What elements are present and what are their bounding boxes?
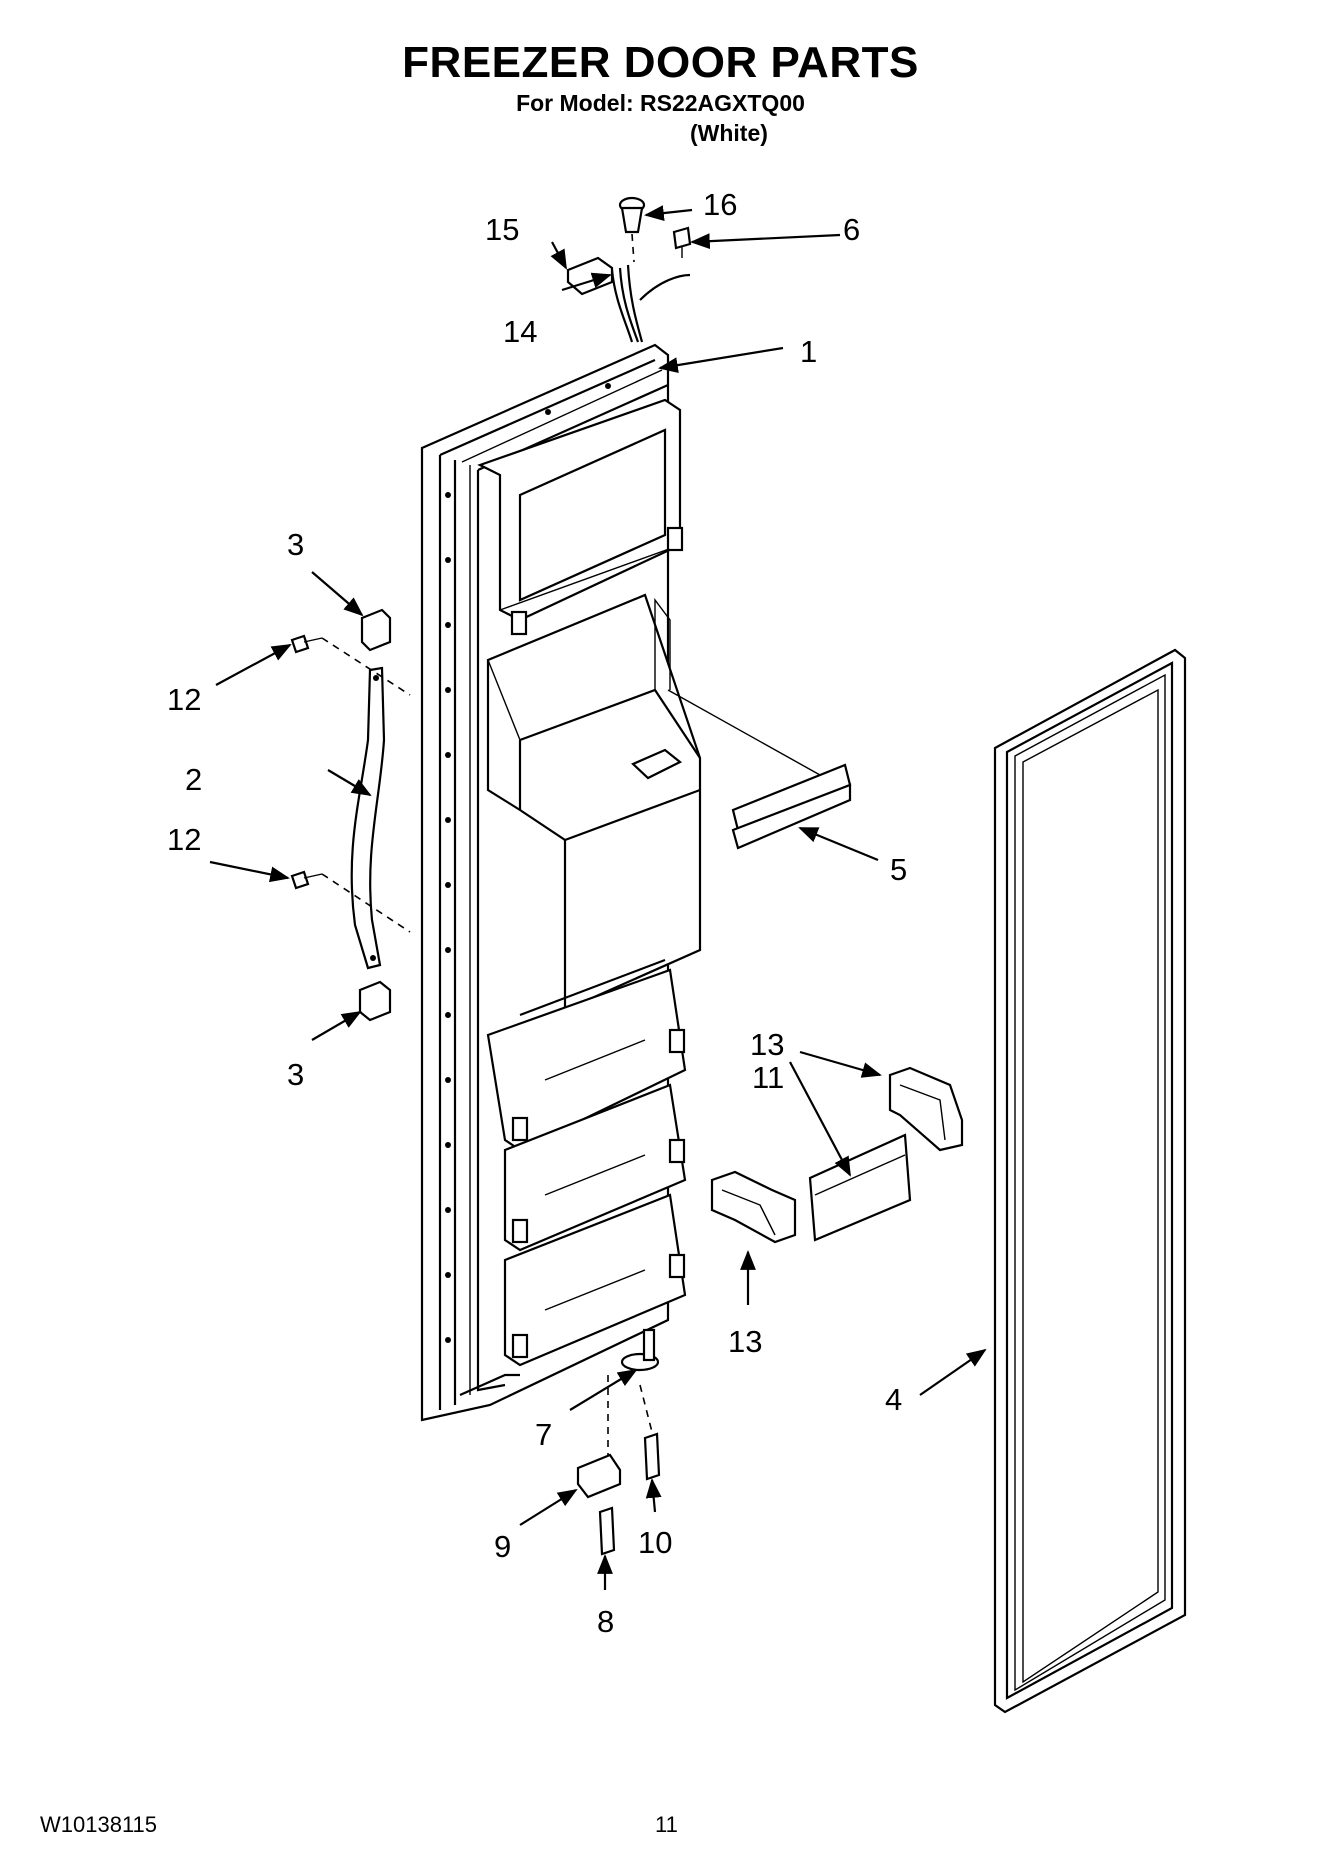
toe-grille-bracket-13a [888, 1066, 964, 1152]
callout-16: 16 [703, 187, 737, 222]
callout-1: 1 [800, 334, 817, 369]
model-line: For Model: RS22AGXTQ00 [516, 90, 805, 116]
door-gasket-part [993, 648, 1187, 1714]
toe-grille-part-11 [808, 1133, 912, 1242]
toe-grille-bracket-13b [710, 1170, 797, 1244]
callout-9: 9 [494, 1529, 511, 1564]
handle-end-cap-bottom [358, 980, 392, 1022]
page-number: 11 [655, 1812, 678, 1837]
plug-button-part-16 [618, 196, 646, 234]
callout-12-bottom: 12 [167, 822, 201, 857]
callout-11: 11 [752, 1060, 784, 1095]
color-note: (White) [690, 120, 768, 146]
document-number: W10138115 [40, 1812, 158, 1837]
screw-part-6 [672, 226, 692, 258]
handle-screw-bottom [290, 870, 323, 890]
callout-8: 8 [597, 1604, 614, 1639]
callout-13-bottom: 13 [728, 1324, 762, 1359]
callout-14: 14 [503, 314, 537, 349]
callout-15: 15 [485, 212, 519, 247]
callout-10: 10 [638, 1525, 672, 1560]
hinge-bracket-part-9 [576, 1453, 622, 1499]
door-edge-holes [445, 383, 611, 1343]
door-handle-part [350, 666, 386, 970]
callout-5: 5 [890, 852, 907, 887]
hinge-pin-part-7 [620, 1328, 660, 1372]
wire-harness-part-14 [610, 264, 691, 343]
freezer-door-part [420, 343, 702, 1422]
callout-13-top: 13 [750, 1027, 784, 1062]
handle-screw-top [290, 634, 323, 654]
handle-end-cap-top [360, 608, 392, 652]
hinge-screw-part-8 [598, 1506, 616, 1556]
page-title: FREEZER DOOR PARTS [402, 38, 919, 87]
callout-4: 4 [885, 1382, 902, 1417]
callout-12-top: 12 [167, 682, 201, 717]
dispenser-trim-part [731, 763, 852, 850]
callout-6: 6 [843, 212, 860, 247]
callout-3-bottom: 3 [287, 1057, 304, 1092]
callout-7: 7 [535, 1417, 552, 1452]
hinge-screw-part-10 [643, 1432, 661, 1481]
callout-2: 2 [185, 762, 202, 797]
callout-3-top: 3 [287, 527, 304, 562]
